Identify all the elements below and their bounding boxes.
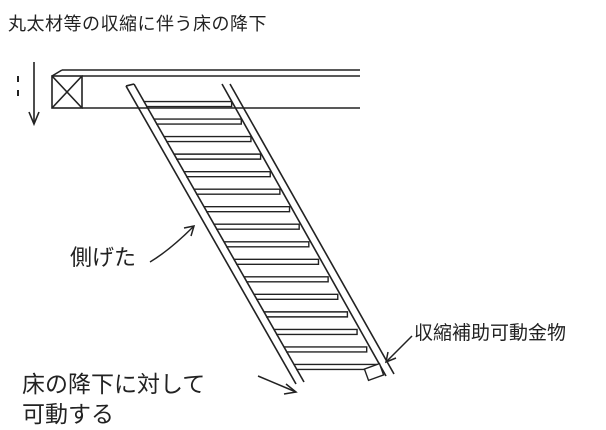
stair-tread <box>244 276 329 283</box>
stair-tread <box>194 188 281 195</box>
stair-tread <box>184 170 271 178</box>
left-stringer <box>125 83 305 385</box>
floor-label-line1: 床の降下に対して <box>22 372 206 398</box>
stair-tread <box>154 118 242 125</box>
stair-tread <box>214 223 300 230</box>
floor-leader-arrow <box>257 375 298 395</box>
diagram-title: 丸太材等の収縮に伴う床の降下 <box>8 14 267 35</box>
floor-movement-label: 床の降下に対して 可動する <box>22 370 205 430</box>
stair-tread <box>284 346 368 353</box>
stair-tread <box>234 258 320 265</box>
stair-tread <box>144 100 233 108</box>
stair-tread <box>224 241 310 248</box>
stair-treads <box>144 100 378 371</box>
stair-tread <box>164 135 252 143</box>
stringer-label: 側げた <box>70 246 137 271</box>
stair-tread <box>274 328 358 336</box>
floor-label-line2: 可動する <box>22 402 114 428</box>
stair-tread <box>174 153 262 160</box>
fitting-label: 収縮補助可動金物 <box>414 322 567 344</box>
stair-tread <box>264 311 349 318</box>
settlement-arrow <box>28 62 40 127</box>
right-stringer <box>221 83 395 377</box>
stair-tread <box>204 206 291 213</box>
fitting-leader-arrow <box>384 335 413 364</box>
stair-tread <box>254 293 339 301</box>
sliding-fitting <box>363 362 385 382</box>
stringer-leader-arrow <box>149 225 196 263</box>
log-beam <box>51 69 360 109</box>
